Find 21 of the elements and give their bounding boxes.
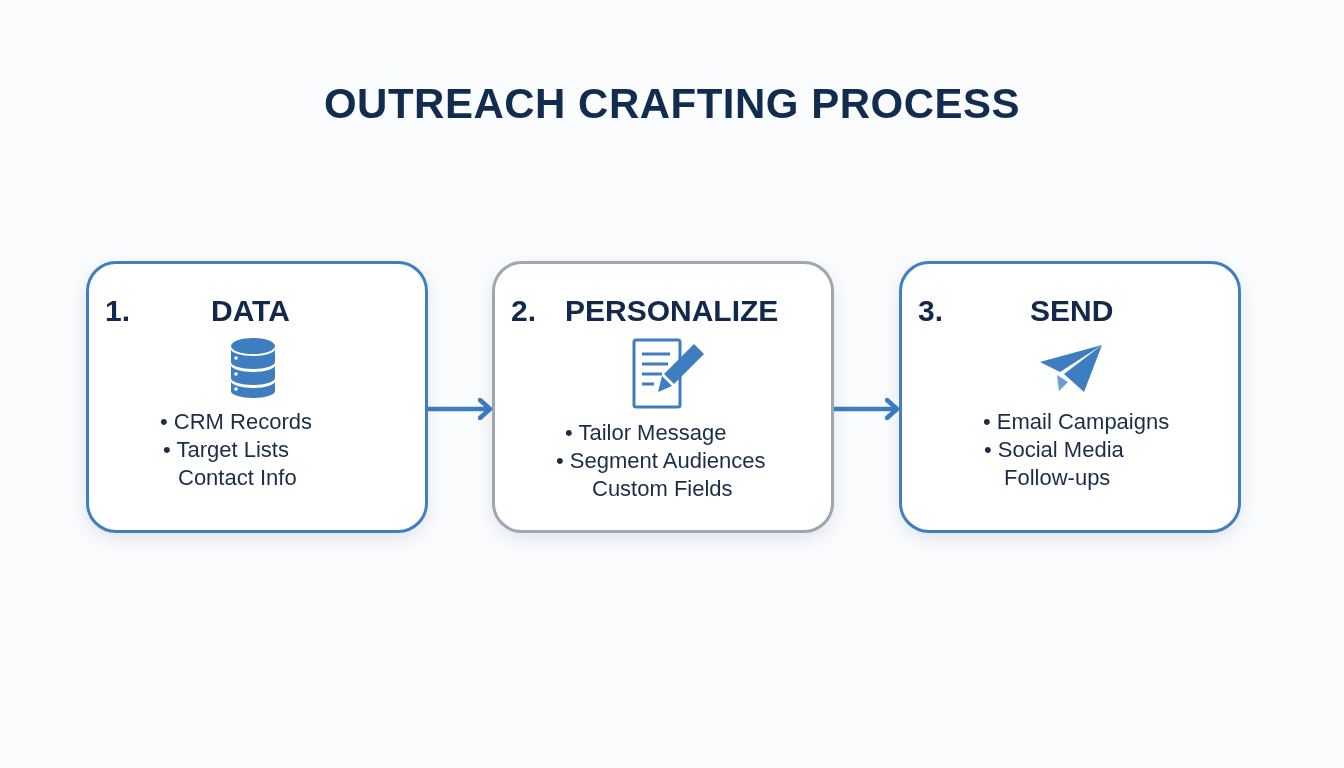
bullet-item: Follow-ups	[1004, 464, 1111, 492]
step-number: 1.	[105, 293, 131, 329]
arrow	[834, 397, 900, 421]
step-title: SEND	[1030, 293, 1114, 329]
bullet-item: Contact Info	[178, 464, 297, 492]
step-number: 3.	[918, 293, 944, 329]
bullet-item: • Segment Audiences	[556, 447, 766, 475]
diagram-title: OUTREACH CRAFTING PROCESS	[323, 79, 1021, 129]
step-card	[899, 261, 1241, 533]
bullet-item: • Social Media	[984, 436, 1124, 464]
arrow	[428, 397, 493, 421]
bullet-item: Custom Fields	[592, 475, 733, 503]
step-card	[492, 261, 834, 533]
bullet-item: • Target Lists	[163, 436, 289, 464]
bullet-item: • Tailor Message	[565, 419, 727, 447]
step-card	[86, 261, 428, 533]
step-number: 2.	[511, 293, 537, 329]
step-title: DATA	[211, 293, 290, 329]
bullet-item: • CRM Records	[160, 408, 312, 436]
step-title: PERSONALIZE	[565, 293, 779, 329]
bullet-item: • Email Campaigns	[983, 408, 1170, 436]
